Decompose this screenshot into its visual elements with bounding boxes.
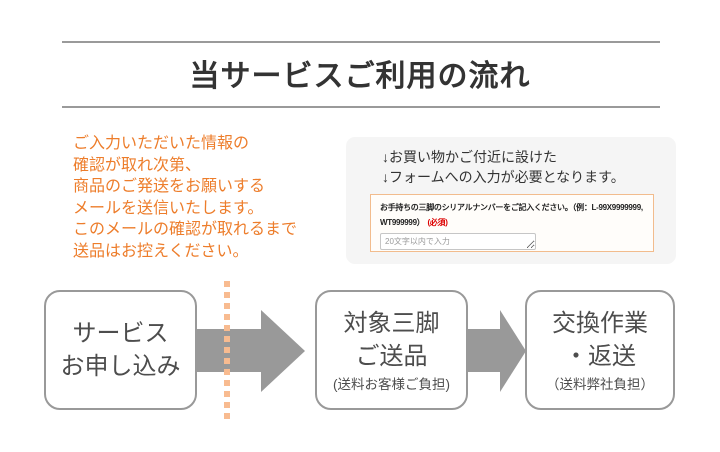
flow-step-exchange-return: 交換作業 ・返送 （送料弊社負担） (525, 290, 675, 410)
step-label: 交換作業 (552, 309, 648, 337)
required-badge: (必須) (427, 218, 448, 227)
notice-line: 商品のご発送をお願いする (73, 178, 266, 195)
form-panel: ↓お買い物かご付近に設けた ↓フォームへの入力が必要となります。 お手持ちの三脚… (346, 137, 676, 264)
notice-line: このメールの確認が取れるまで (73, 221, 298, 238)
flow-step-send-tripod: 対象三脚 ご送品 (送料お客様ご負担) (315, 290, 468, 410)
flow-step-service-application: サービス お申し込み (44, 290, 197, 410)
step-label: ・返送 (564, 342, 636, 370)
page-title: 当サービスご利用の流れ (189, 60, 531, 93)
notice-line: 確認が取れ次第、 (73, 156, 202, 174)
serial-number-label-line2: WT999999） (380, 218, 425, 227)
serial-number-field-box: お手持ちの三脚のシリアルナンバーをご記入ください。（例：L-99X9999999… (370, 194, 654, 252)
notice-text: ご入力いただいた情報の 確認が取れ次第、 商品のご発送をお願いする メールを送信… (73, 133, 297, 262)
title-divider-top (62, 41, 660, 43)
form-panel-note: ↓お買い物かご付近に設けた ↓フォームへの入力が必要となります。 (382, 147, 625, 187)
serial-number-label-line1: お手持ちの三脚のシリアルナンバーをご記入ください。（例：L-99X9999999… (380, 203, 643, 212)
step-label: 対象三脚 (343, 309, 440, 337)
title-divider-bottom (62, 106, 660, 108)
arrow-head (261, 310, 305, 392)
step-sublabel: (送料お客様ご負担) (333, 376, 450, 392)
step-label: サービス (72, 320, 169, 347)
notice-line: メールを送信いたします。 (73, 199, 264, 217)
arrow-head (500, 310, 526, 392)
step-sublabel: （送料弊社負担） (546, 376, 654, 392)
serial-number-label: お手持ちの三脚のシリアルナンバーをご記入ください。（例：L-99X9999999… (380, 200, 644, 230)
serial-number-input[interactable] (380, 233, 536, 250)
notice-line: ご入力いただいた情報の (73, 135, 250, 152)
dotted-divider (224, 281, 230, 422)
step-label: お申し込み (60, 353, 181, 380)
step-label: ご送品 (355, 342, 428, 370)
form-note-line: ↓フォームへの入力が必要となります。 (382, 169, 625, 185)
notice-line: 送品はお控えください。 (73, 242, 249, 260)
arrow-body (466, 329, 500, 372)
form-note-line: ↓お買い物かご付近に設けた (382, 149, 557, 165)
